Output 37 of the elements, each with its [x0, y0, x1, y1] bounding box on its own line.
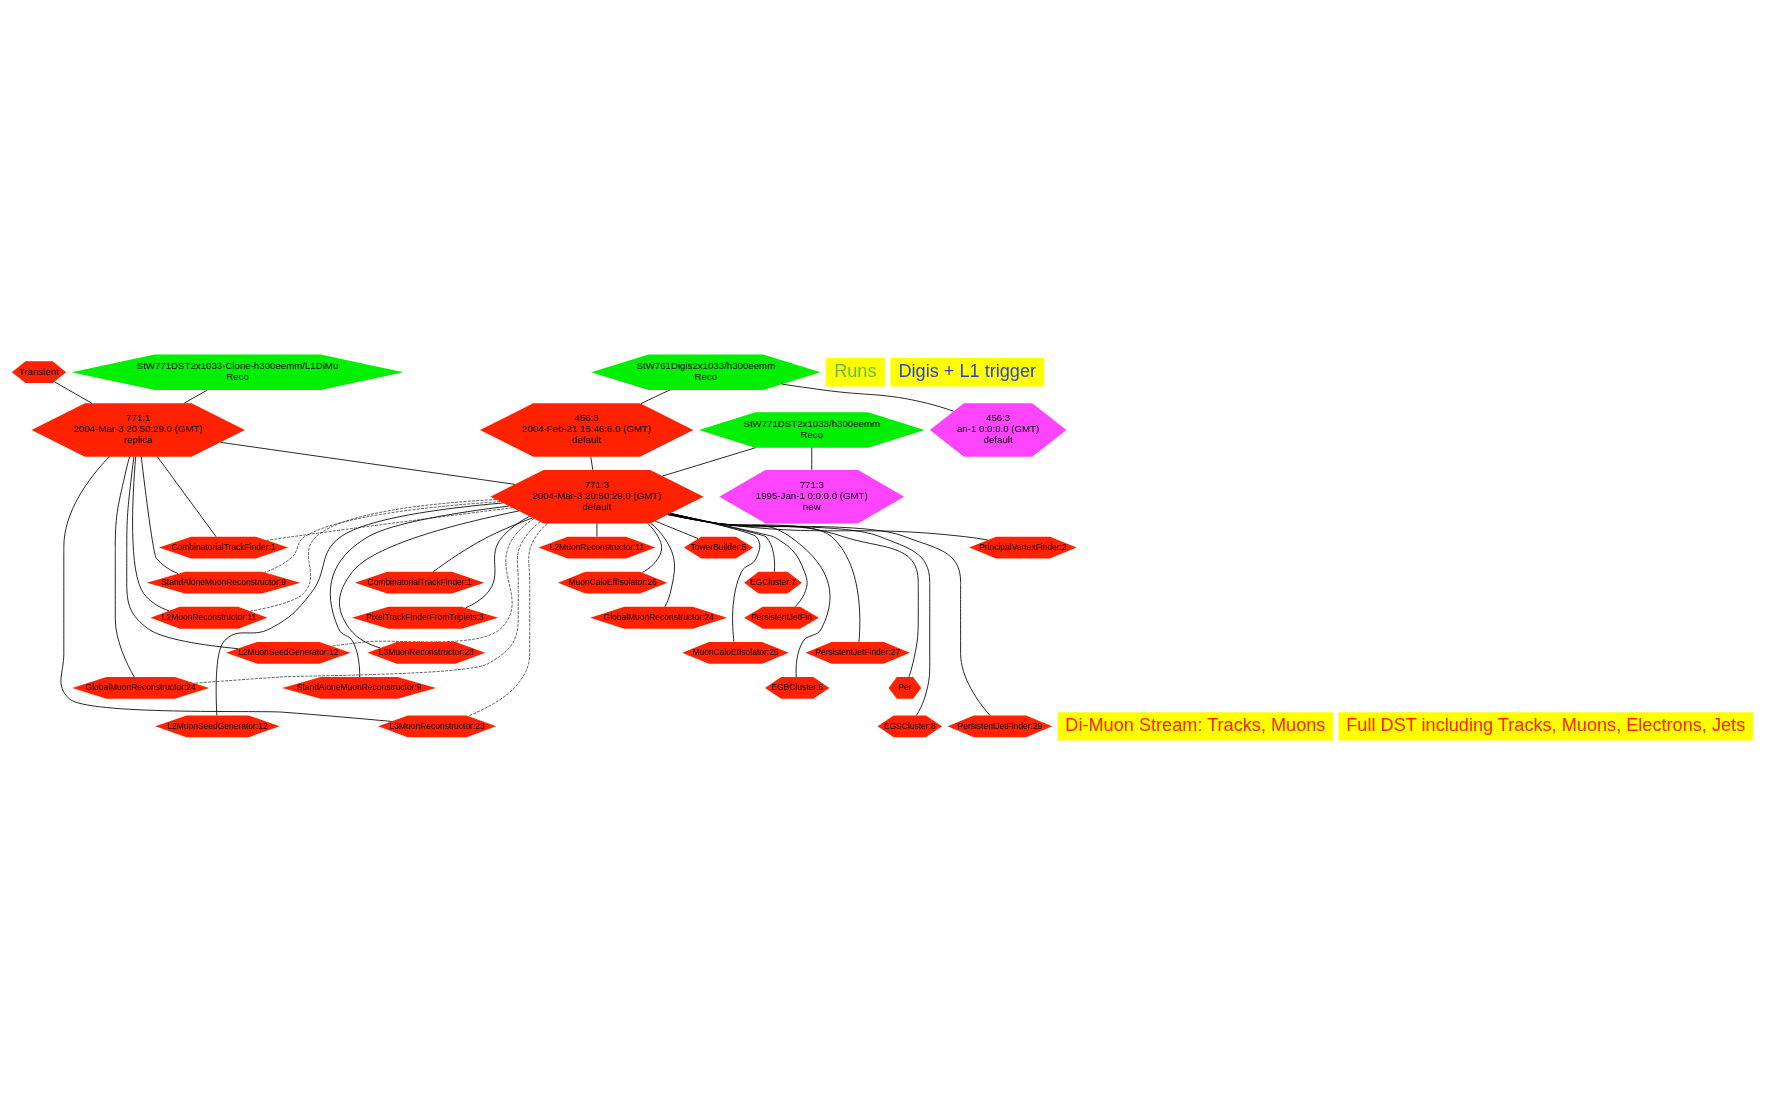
connector	[156, 456, 217, 537]
connector	[126, 456, 239, 650]
label: Full DST including Tracks, Muons, Electrons, Jets	[1346, 714, 1746, 735]
connector	[215, 502, 504, 716]
connector	[114, 456, 135, 678]
connector	[60, 456, 392, 722]
connector	[662, 447, 756, 477]
connector	[140, 456, 179, 575]
connector	[667, 514, 989, 541]
connector	[249, 499, 497, 612]
label: Runs	[834, 360, 877, 381]
label: Digis + L1 trigger	[898, 360, 1037, 381]
label: Di-Muon Stream: Tracks, Muons	[1065, 714, 1326, 735]
connector	[781, 383, 955, 412]
connector	[194, 521, 541, 684]
connector	[264, 501, 501, 573]
connector	[53, 381, 93, 404]
connector	[640, 389, 671, 405]
connector	[329, 505, 510, 678]
connector	[465, 515, 530, 609]
connector	[432, 517, 533, 573]
connector	[339, 510, 520, 649]
connector	[669, 512, 808, 608]
connector	[331, 518, 535, 647]
connector	[590, 456, 594, 471]
connector	[668, 513, 919, 678]
connector	[220, 441, 516, 485]
connector	[266, 507, 513, 541]
connector	[667, 514, 991, 716]
connector	[669, 513, 831, 678]
connector	[668, 513, 861, 643]
connector	[641, 523, 663, 573]
connector	[654, 520, 699, 539]
connector	[132, 456, 170, 612]
connector	[667, 514, 931, 716]
connector	[183, 389, 208, 404]
connector	[650, 522, 675, 608]
